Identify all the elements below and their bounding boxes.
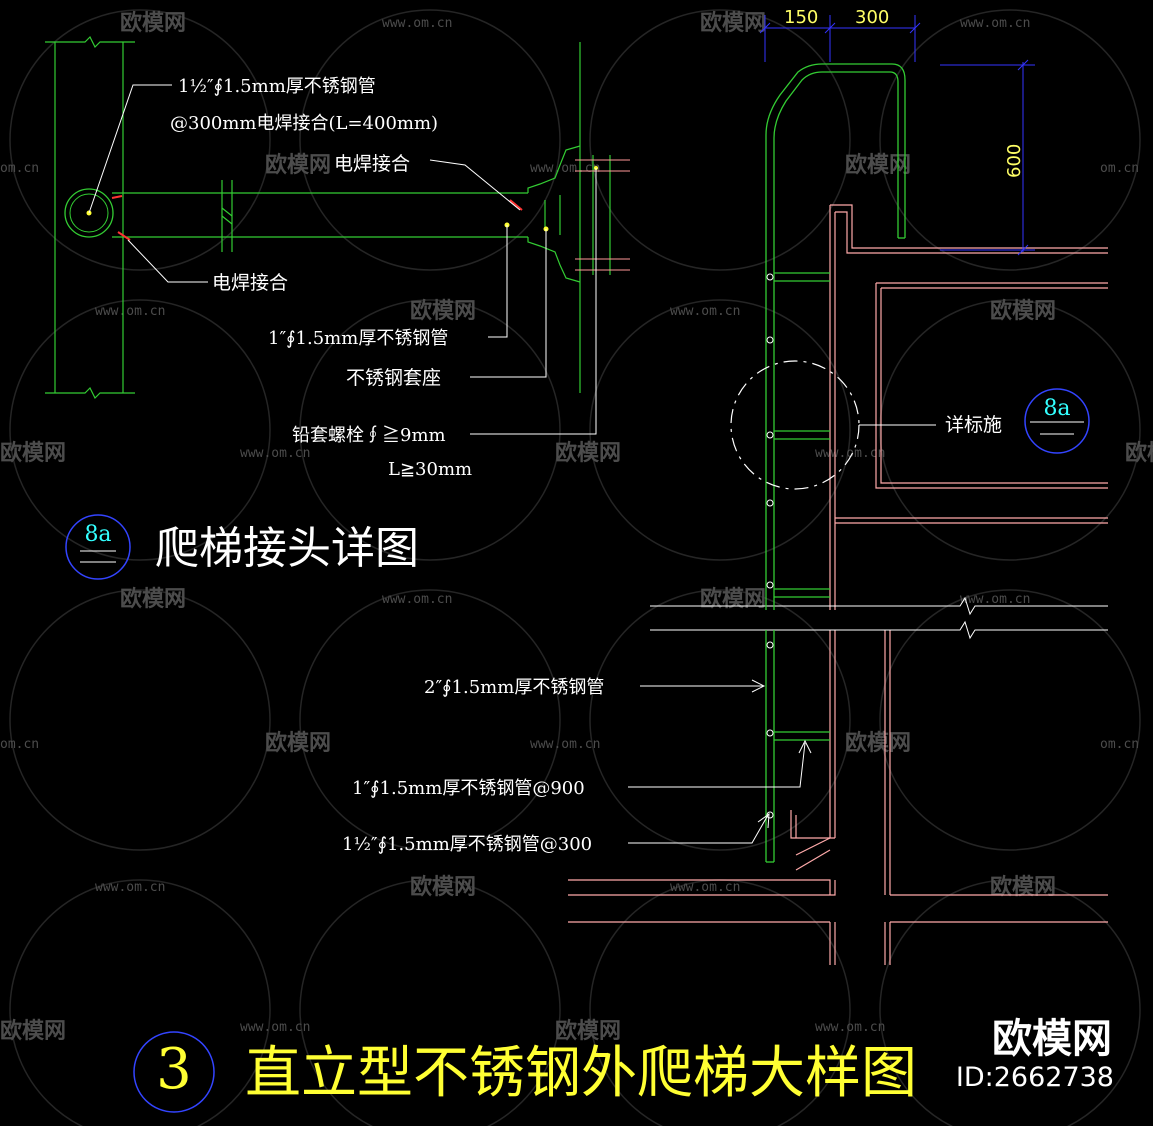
dimension-300: 300 bbox=[855, 7, 889, 28]
bolts bbox=[575, 159, 630, 271]
watermark-brand: 欧模网 bbox=[700, 10, 766, 36]
label-socket: 不锈钢套座 bbox=[346, 367, 441, 389]
brand-badge: 欧模网 ID:2662738 bbox=[956, 1016, 1114, 1093]
watermark-brand: 欧模网 bbox=[410, 298, 476, 324]
watermark-brand: 欧模网 bbox=[555, 1018, 621, 1044]
weld-mark bbox=[111, 195, 123, 199]
watermark-url: www.om.cn bbox=[95, 880, 165, 895]
detail-arm bbox=[112, 42, 611, 393]
watermark-url: www.om.cn bbox=[960, 16, 1030, 31]
label-rail-pipe: 2″∮1.5mm厚不锈钢管 bbox=[424, 677, 604, 698]
watermark-url: om.cn bbox=[1100, 737, 1139, 752]
watermark-brand: 欧模网 bbox=[990, 298, 1056, 324]
elevation-leaders bbox=[628, 679, 812, 844]
watermark-url: www.om.cn bbox=[960, 592, 1030, 607]
detail-tag-number: 8a bbox=[84, 522, 111, 547]
watermark-url: www.om.cn bbox=[815, 1020, 885, 1035]
label-weld-lower: 电焊接合 bbox=[212, 272, 288, 294]
dimension-lines bbox=[759, 15, 1035, 256]
pipe-section-inner bbox=[69, 193, 109, 233]
watermark-brand: 欧模网 bbox=[0, 1018, 66, 1044]
watermark-layer: 欧模网 欧模网 欧模网 欧模网 欧模网 欧模网 欧模网 欧模网 欧模网 欧模网 … bbox=[0, 9, 1153, 1126]
label-pipe-spacing: @300mm电焊接合(L=400mm) bbox=[170, 113, 438, 134]
watermark-url: om.cn bbox=[0, 161, 39, 176]
building-walls bbox=[568, 204, 1108, 965]
watermark-url: www.om.cn bbox=[530, 161, 600, 176]
label-bolt: 铅套螺栓∮≧9mm bbox=[292, 425, 446, 446]
title-number: 3 bbox=[156, 1037, 192, 1102]
watermark-url: www.om.cn bbox=[815, 446, 885, 461]
watermark-brand: 欧模网 bbox=[120, 10, 186, 36]
break-lines bbox=[650, 596, 1108, 640]
watermark-brand: 欧模网 bbox=[120, 586, 186, 612]
label-rung-900: 1″∮1.5mm厚不锈钢管@900 bbox=[352, 778, 585, 799]
label-pipe-1-5in: 1½″∮1.5mm厚不锈钢管 bbox=[178, 76, 376, 97]
dimension-600: 600 bbox=[1004, 144, 1025, 178]
watermark-url: om.cn bbox=[0, 737, 39, 752]
watermark-brand: 欧模网 bbox=[845, 730, 911, 756]
watermark-url: www.om.cn bbox=[670, 304, 740, 319]
watermark-url: om.cn bbox=[1100, 161, 1139, 176]
detail-tag: 8a bbox=[65, 514, 131, 580]
ladder-rungs bbox=[774, 272, 830, 741]
watermark-url: www.om.cn bbox=[382, 16, 452, 31]
weld-mark bbox=[117, 231, 131, 241]
watermark-brand: 欧模网 bbox=[1125, 440, 1153, 466]
watermark-url: www.om.cn bbox=[670, 880, 740, 895]
detail-title: 爬梯接头详图 bbox=[155, 523, 419, 574]
watermark-url: www.om.cn bbox=[240, 1020, 310, 1035]
pipe-section bbox=[64, 188, 114, 238]
callout-text: 详标施 bbox=[945, 414, 1002, 436]
label-weld-upper: 电焊接合 bbox=[334, 153, 410, 175]
title-text: 直立型不锈钢外爬梯大样图 bbox=[245, 1041, 917, 1106]
main-title: 3 直立型不锈钢外爬梯大样图 bbox=[133, 1031, 917, 1113]
watermark-url: www.om.cn bbox=[240, 446, 310, 461]
rung-sections bbox=[766, 273, 774, 819]
joint-detail: 1½″∮1.5mm厚不锈钢管 @300mm电焊接合(L=400mm) 电焊接合 … bbox=[45, 35, 630, 580]
watermark-rings bbox=[9, 9, 1141, 1126]
title-number-circle bbox=[133, 1031, 215, 1113]
ladder-rails bbox=[765, 63, 906, 863]
detail-leaders bbox=[88, 84, 597, 435]
watermark-brand: 欧模网 bbox=[0, 440, 66, 466]
watermark-brand: 欧模网 bbox=[990, 874, 1056, 900]
callout-tag-number: 8a bbox=[1043, 396, 1070, 421]
callout-tag: 8a bbox=[1024, 388, 1090, 454]
watermark-brand: 欧模网 bbox=[845, 152, 911, 178]
watermark-url: www.om.cn bbox=[530, 737, 600, 752]
watermark-url: www.om.cn bbox=[95, 304, 165, 319]
watermark-brand: 欧模网 bbox=[555, 440, 621, 466]
brand-name: 欧模网 bbox=[992, 1016, 1112, 1062]
weld-mark bbox=[509, 199, 523, 211]
label-rung-300: 1½″∮1.5mm厚不锈钢管@300 bbox=[342, 834, 592, 855]
watermark-brand: 欧模网 bbox=[265, 730, 331, 756]
dimension-150: 150 bbox=[784, 7, 818, 28]
watermark-brand: 欧模网 bbox=[410, 874, 476, 900]
brand-id: ID:2662738 bbox=[956, 1062, 1114, 1093]
ladder-elevation: 详标施 8a 150 300 600 bbox=[342, 7, 1108, 965]
watermark-brand: 欧模网 bbox=[265, 152, 331, 178]
watermark-url: www.om.cn bbox=[382, 592, 452, 607]
watermark-brand: 欧模网 bbox=[700, 586, 766, 612]
label-pipe-1in: 1″∮1.5mm厚不锈钢管 bbox=[268, 328, 448, 349]
label-bolt-length: L≧30mm bbox=[388, 459, 472, 480]
detail-post bbox=[45, 35, 135, 400]
